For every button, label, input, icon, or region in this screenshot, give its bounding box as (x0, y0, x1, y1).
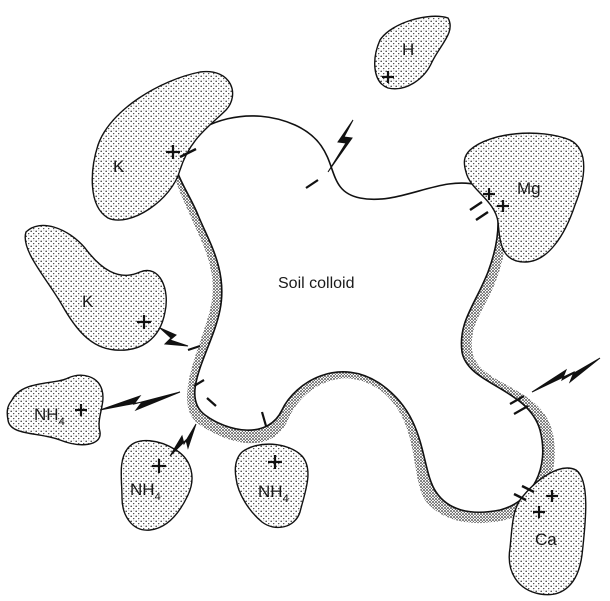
ion-nh4-bottom: NH4 (235, 444, 308, 527)
lightning-bolt-icon (170, 424, 196, 456)
lightning-bolt-icon (160, 328, 188, 346)
lightning-bolt-icon (532, 358, 600, 392)
ion-k-left-label: K (82, 292, 94, 311)
ion-nh4-left: NH4 (7, 375, 103, 444)
ion-h-label: H (402, 40, 414, 59)
ion-k-left-blob (25, 225, 166, 350)
ion-ca-label: Ca (535, 530, 557, 549)
ion-h: H (375, 16, 450, 89)
lightning-bolt-icon (328, 120, 353, 172)
ion-k-left: K (25, 225, 166, 350)
ion-k-top-label: K (113, 157, 125, 176)
center-label: Soil colloid (278, 275, 354, 292)
ion-mg-label: Mg (517, 179, 541, 198)
ion-nh4-mid: NH4 (121, 441, 192, 531)
lightning-bolt-icon (100, 392, 180, 410)
